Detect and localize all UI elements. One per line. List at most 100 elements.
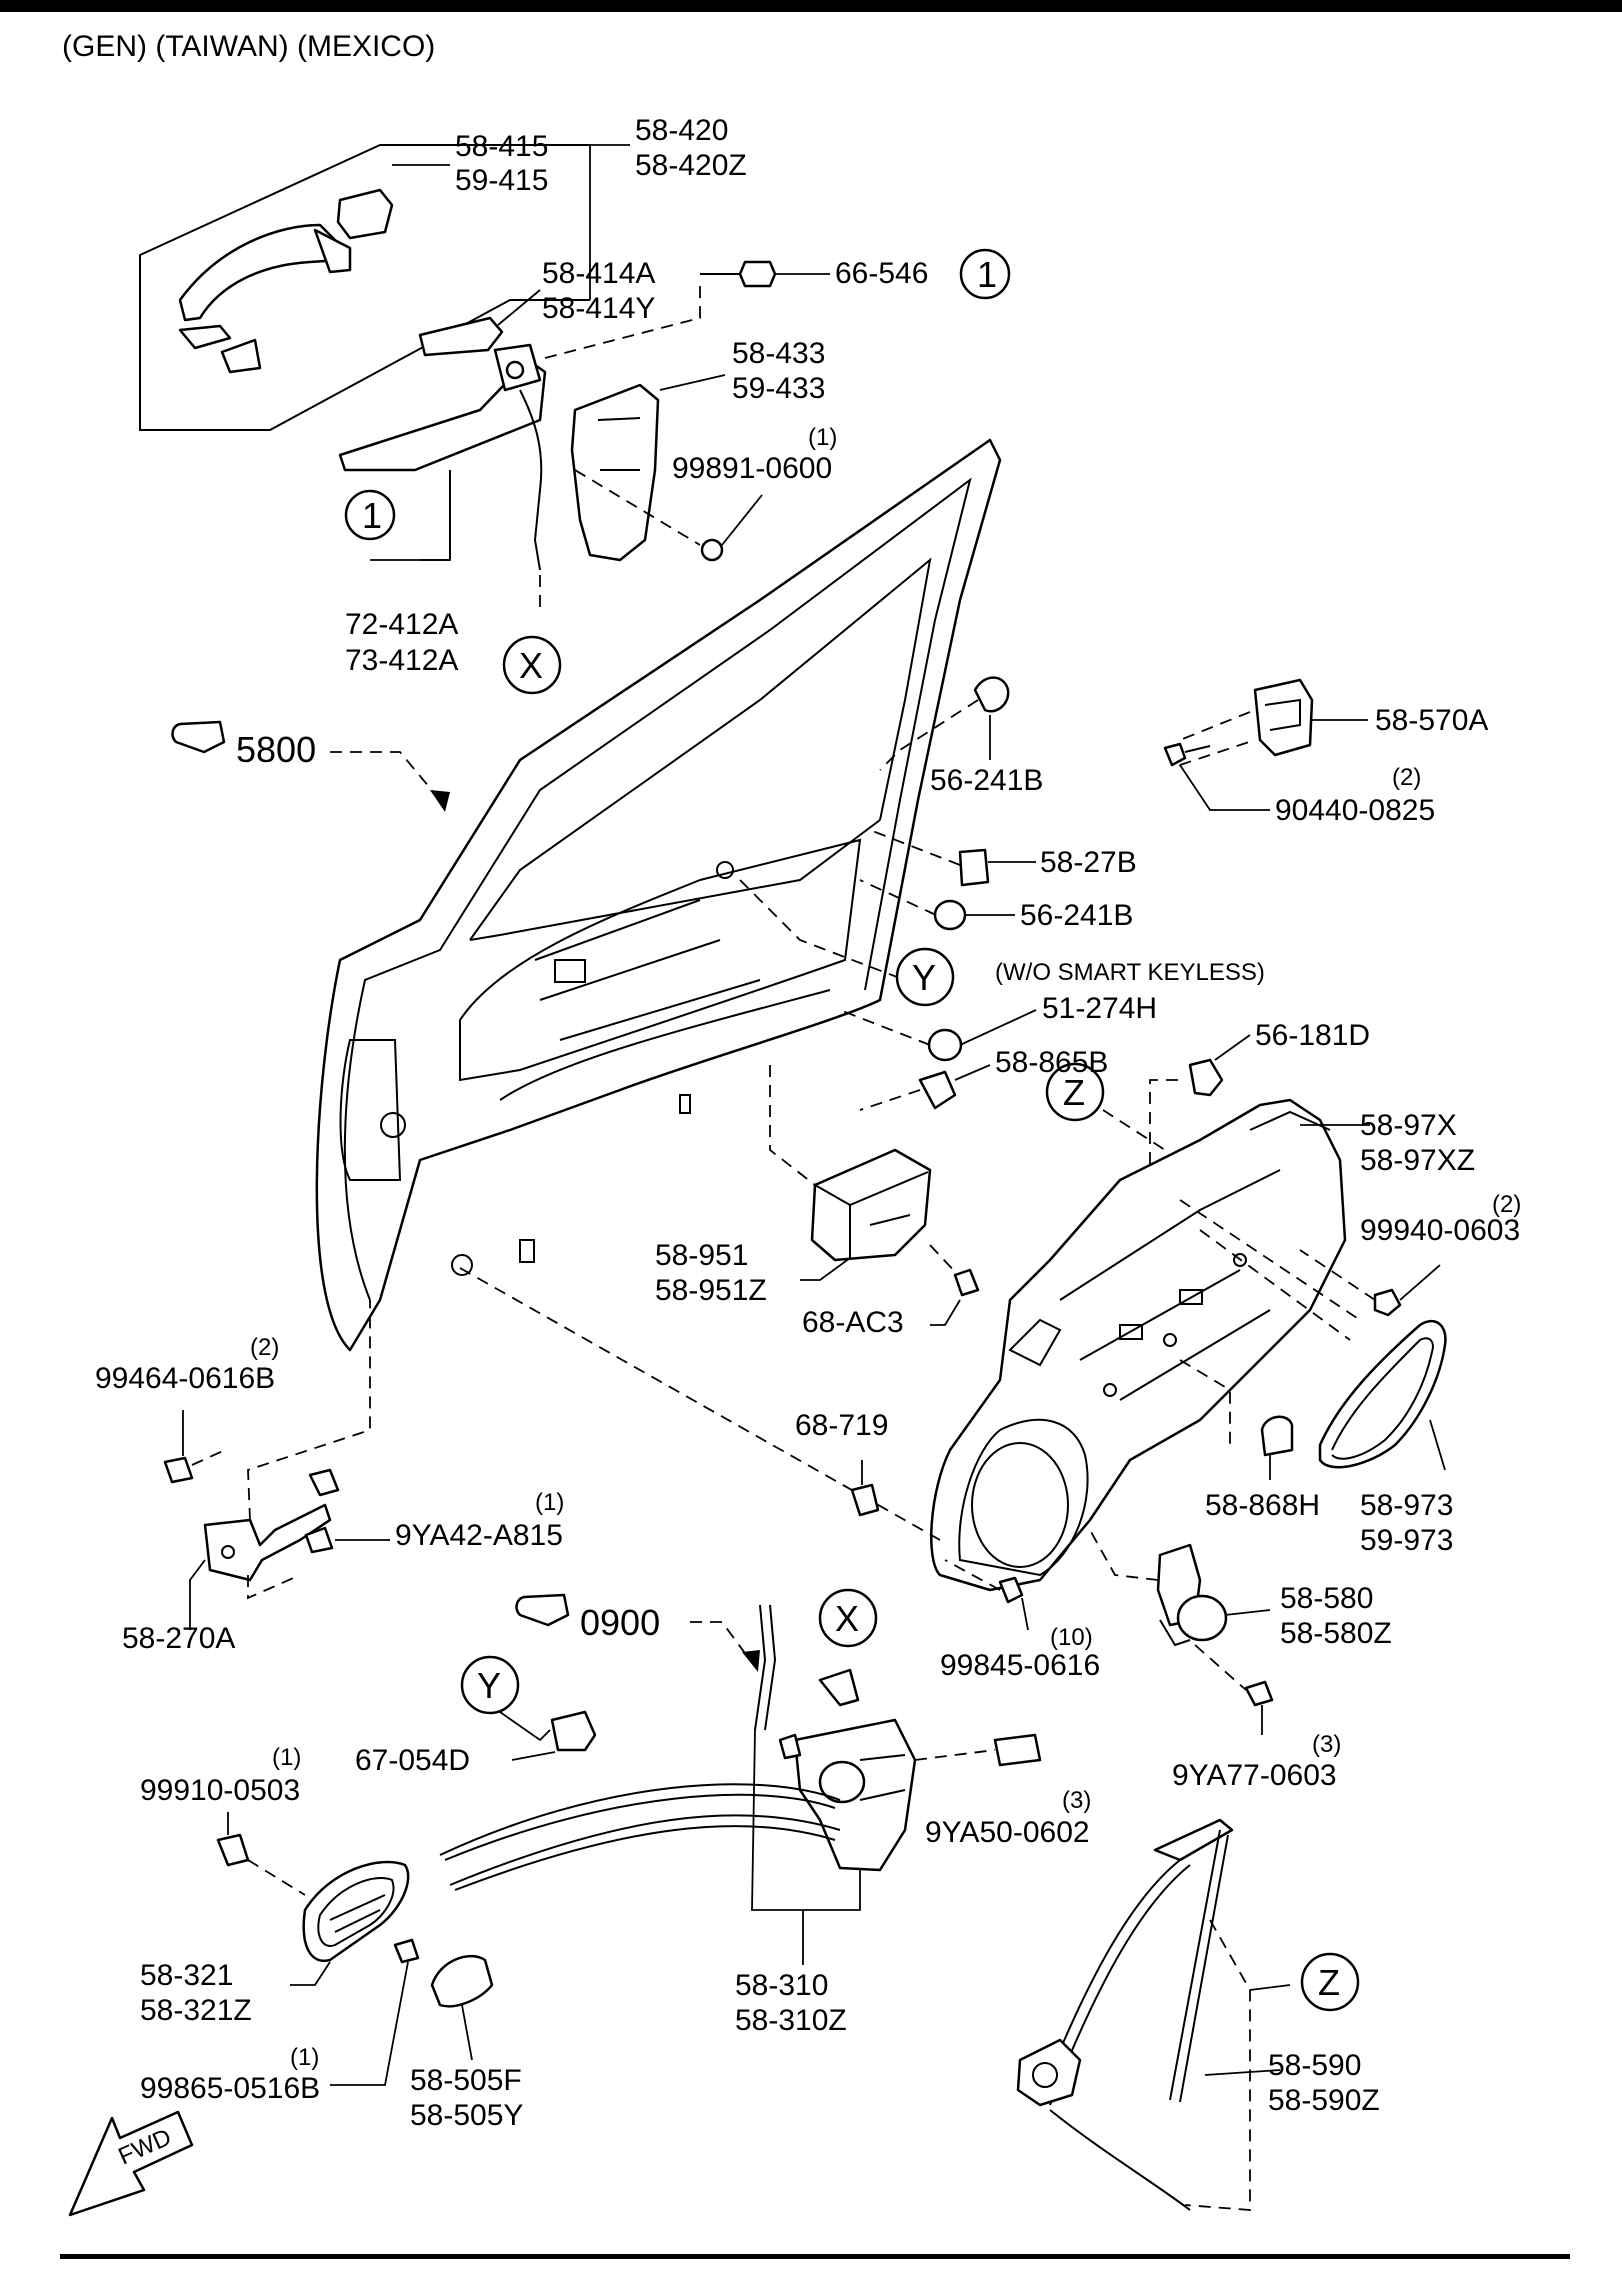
lock-58-310 [439, 1604, 1042, 1965]
label-58-321: 58-321 [140, 1959, 233, 1992]
switch-67-054d [550, 1710, 597, 1752]
label-99865: 99865-0516B [140, 2072, 320, 2105]
label-58-97xz: 58-97XZ [1360, 1144, 1475, 1177]
callout-y-label-b: Y [477, 1665, 501, 1706]
label-58-505y: 58-505Y [410, 2099, 523, 2132]
callout-y-circle-b [460, 1655, 520, 1715]
label-72-412a: 72-412A [345, 608, 458, 641]
patch-58-27b [958, 848, 990, 887]
label-99891: 99891-0600 [672, 452, 832, 485]
callout-z-circle [1045, 1062, 1105, 1122]
cover-58-505f [430, 1954, 494, 2008]
qty-99845: (10) [1050, 1624, 1093, 1651]
label-58-973: 58-973 [1360, 1489, 1453, 1522]
inner-handle-58-321 [247, 1859, 410, 1986]
plug-51-274h [927, 1028, 963, 1062]
label-58-590: 58-590 [1268, 2049, 1361, 2082]
grommet-56-241b [879, 676, 1010, 771]
label-99464: 99464-0616B [95, 1362, 275, 1395]
label-58-414y: 58-414Y [542, 292, 655, 325]
region-header: (GEN) (TAIWAN) (MEXICO) [62, 30, 435, 63]
shield-58-433 [570, 374, 763, 562]
label-99910: 99910-0503 [140, 1774, 300, 1807]
label-58-27b: 58-27B [1040, 846, 1137, 879]
ref-0900: 0900 [515, 1593, 760, 1672]
label-68-ac3: 68-AC3 [802, 1306, 904, 1339]
nut-99940 [1373, 1288, 1402, 1317]
label-58-310z: 58-310Z [735, 2004, 847, 2037]
regulator-58-590 [1016, 1818, 1291, 2211]
cap-58-868h [1260, 1415, 1294, 1457]
inner-panel-58-97x [930, 1098, 1370, 1592]
outer-handle-group [139, 144, 630, 431]
label-58-310: 58-310 [735, 1969, 828, 2002]
label-58-570a: 58-570A [1375, 704, 1488, 737]
callout-1-circle [344, 489, 396, 541]
label-67-054d: 67-054D [355, 1744, 470, 1777]
striker-58-570a [1163, 678, 1368, 811]
motor-58-580 [1089, 1529, 1274, 1735]
callout-1-label-b: 1 [977, 254, 997, 295]
label-58-580: 58-580 [1280, 1582, 1373, 1615]
qty-9ya77: (3) [1312, 1731, 1341, 1758]
label-58-415: 58-415 [455, 130, 548, 163]
screw-99865 [393, 1938, 420, 1964]
label-58-97x: 58-97X [1360, 1109, 1457, 1142]
clip-56-181d [1188, 1058, 1224, 1097]
label-56-241b-a: 56-241B [930, 764, 1043, 797]
callout-1-label: 1 [362, 495, 382, 536]
callout-z-label-b: Z [1318, 1962, 1340, 2003]
label-58-270a: 58-270A [122, 1622, 235, 1655]
grommet-56-241b-b [933, 899, 967, 931]
clip-58-865b [918, 1070, 957, 1110]
callout-z-label: Z [1063, 1072, 1085, 1113]
qty-99464: (2) [250, 1334, 279, 1361]
qty-9ya42: (1) [535, 1489, 564, 1516]
label-73-412a: 73-412A [345, 644, 458, 677]
fwd-arrow-icon: FWD [68, 2110, 194, 2217]
bottom-border [60, 2254, 1570, 2259]
screw-99845 [998, 1576, 1024, 1604]
callout-1-circle-b [959, 248, 1011, 300]
label-58-414a: 58-414A [542, 257, 655, 290]
callout-x-circle [502, 635, 562, 695]
label-9ya77: 9YA77-0603 [1172, 1759, 1337, 1792]
qty-9ya50: (3) [1062, 1787, 1091, 1814]
gasket-part [418, 316, 504, 357]
label-59-415: 59-415 [455, 164, 548, 197]
callout-y-label: Y [912, 957, 936, 998]
qty-99940: (2) [1492, 1191, 1521, 1218]
note-wo-smart: (W/O SMART KEYLESS) [995, 959, 1265, 986]
screw-guide [544, 285, 701, 359]
label-51-274h: 51-274H [1042, 992, 1157, 1025]
clip-68-719 [850, 1483, 880, 1517]
ref-5800: 5800 [171, 720, 450, 812]
label-58-580z: 58-580Z [1280, 1617, 1392, 1650]
label-58-420z: 58-420Z [635, 149, 747, 182]
label-58-868h: 58-868H [1205, 1489, 1320, 1522]
label-59-433: 59-433 [732, 372, 825, 405]
label-99940: 99940-0603 [1360, 1214, 1520, 1247]
door-frame [315, 438, 1002, 1352]
qty-99910: (1) [272, 1744, 301, 1771]
qty-99891: (1) [808, 424, 837, 451]
qty-90440: (2) [1392, 764, 1421, 791]
label-58-951z: 58-951Z [655, 1274, 767, 1307]
callout-x-label: X [519, 645, 543, 686]
label-58-433: 58-433 [732, 337, 825, 370]
label-56-181d: 56-181D [1255, 1019, 1370, 1052]
block-58-951 [769, 1065, 980, 1326]
nut-99910 [216, 1833, 250, 1867]
ref-5800-label: 5800 [236, 729, 316, 770]
label-58-865b: 58-865B [995, 1046, 1108, 1079]
label-58-590z: 58-590Z [1268, 2084, 1380, 2117]
callout-x-label-b: X [835, 1598, 859, 1639]
seal-58-973 [1318, 1319, 1447, 1469]
ref-0900-label: 0900 [580, 1602, 660, 1643]
label-68-719: 68-719 [795, 1409, 888, 1442]
label-90440: 90440-0825 [1275, 794, 1435, 827]
label-9ya42: 9YA42-A815 [395, 1519, 563, 1552]
label-58-321z: 58-321Z [140, 1994, 252, 2027]
label-56-241b-b: 56-241B [1020, 899, 1133, 932]
